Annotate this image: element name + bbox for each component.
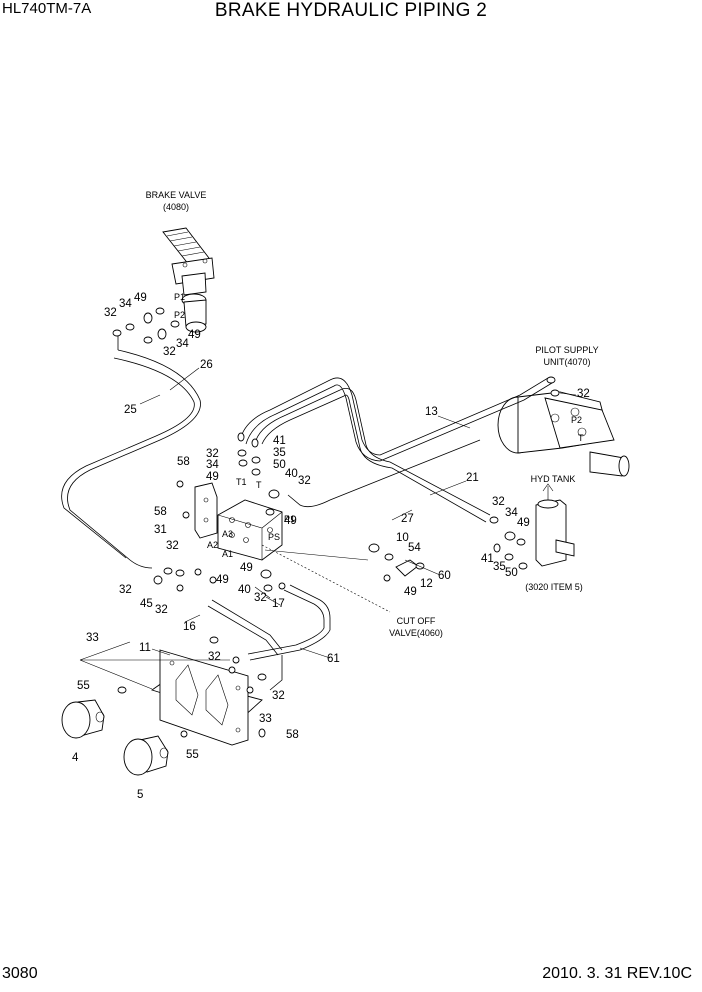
callout: 32: [163, 346, 176, 358]
fittings: [112, 307, 560, 738]
bracket-31-drawing: [194, 482, 218, 539]
callout: 58: [154, 506, 167, 518]
callout: 32: [298, 475, 311, 487]
callout: 32: [166, 540, 179, 552]
callout: 58: [286, 729, 299, 741]
port-label: A1: [222, 549, 233, 559]
callout: 21: [466, 472, 479, 484]
accumulator-4-drawing: [61, 699, 105, 739]
callout: 32: [104, 307, 117, 319]
callout: 60: [438, 570, 451, 582]
page-title: BRAKE HYDRAULIC PIPING 2: [214, 0, 488, 21]
accumulator-5-drawing: [123, 735, 169, 776]
callout: 33: [259, 713, 272, 725]
callout: 32: [577, 388, 590, 400]
callout: 49: [206, 471, 219, 483]
cut-off-valve-drawing: [217, 499, 283, 561]
callout: 13: [425, 406, 438, 418]
port-label: P2: [571, 415, 582, 425]
port-label: P2: [174, 310, 185, 320]
callout: 32: [272, 690, 285, 702]
callout: 55: [186, 749, 199, 761]
callout: 49: [240, 562, 253, 574]
callout: 12: [420, 578, 433, 590]
revision-date: 2010. 3. 31 REV.10C: [542, 965, 692, 982]
callout: 35: [273, 447, 286, 459]
pilot-supply-unit-drawing: [497, 391, 630, 477]
callout: 49: [188, 329, 201, 341]
port-label: T1: [236, 477, 247, 487]
page-number: 3080: [2, 965, 38, 982]
callout: 32: [119, 584, 132, 596]
callout: 50: [273, 459, 286, 471]
callout: 32: [206, 448, 219, 460]
brake-valve-label: BRAKE VALVE: [146, 190, 207, 200]
callout: 45: [140, 598, 153, 610]
item-ref-label: (3020 ITEM 5): [525, 582, 583, 592]
callout: 49: [216, 574, 229, 586]
callout: 40: [238, 584, 251, 596]
port-label: A2: [207, 540, 218, 550]
callout: 5: [137, 789, 143, 801]
callout: 31: [154, 524, 167, 536]
model-number: HL740TM-7A: [2, 0, 92, 17]
callout: 34: [176, 338, 189, 350]
callout: 49: [284, 515, 297, 527]
callout: 26: [200, 359, 213, 371]
callout: 25: [124, 404, 137, 416]
callout: 32: [254, 592, 267, 604]
port-label: T: [578, 433, 584, 443]
bracket-11-drawing: [150, 649, 263, 746]
callout: 17: [272, 598, 285, 610]
callout: 58: [177, 456, 190, 468]
port-label: P1: [284, 514, 295, 524]
callout: 49: [404, 586, 417, 598]
callout: 34: [206, 459, 219, 471]
callout: 41: [481, 553, 494, 565]
leader-lines: [79, 367, 577, 690]
hyd-tank-label: HYD TANK: [531, 474, 576, 484]
callout: 34: [505, 507, 518, 519]
callout: 41: [273, 435, 286, 447]
callout: 4: [72, 752, 79, 764]
callout: 34: [119, 298, 132, 310]
callout: 27: [401, 513, 414, 525]
callout: 54: [408, 542, 421, 554]
part-callouts: 32 34 49 49 34 32 26 25 13 32 41 35 32 3…: [72, 292, 590, 801]
brake-valve-code: (4080): [163, 202, 189, 212]
port-label: T: [256, 480, 262, 490]
callout: 32: [155, 604, 168, 616]
callout: 55: [77, 680, 90, 692]
callout: 49: [517, 517, 530, 529]
callout: 10: [396, 532, 409, 544]
pilot-supply-code: UNIT(4070): [543, 357, 590, 367]
callout: 11: [139, 642, 151, 654]
cut-off-valve-code: VALVE(4060): [389, 628, 443, 638]
brake-valve-drawing: [162, 227, 215, 333]
callout: 33: [86, 632, 99, 644]
callout: 40: [285, 468, 298, 480]
port-label: P1: [174, 292, 185, 302]
callout: 49: [134, 292, 147, 304]
callout: 50: [505, 567, 518, 579]
callout: 32: [492, 496, 505, 508]
port-label: A3: [222, 529, 233, 539]
hose-lines: [61, 335, 553, 691]
port-label: PS: [268, 532, 280, 542]
hyd-tank-fitting-drawing: [535, 483, 575, 567]
cut-off-valve-label: CUT OFF: [397, 616, 436, 626]
callout: 61: [327, 653, 340, 665]
pilot-supply-label: PILOT SUPPLY: [535, 345, 598, 355]
callout: 16: [183, 621, 196, 633]
callout: 32: [208, 651, 221, 663]
callout: 35: [493, 561, 506, 573]
